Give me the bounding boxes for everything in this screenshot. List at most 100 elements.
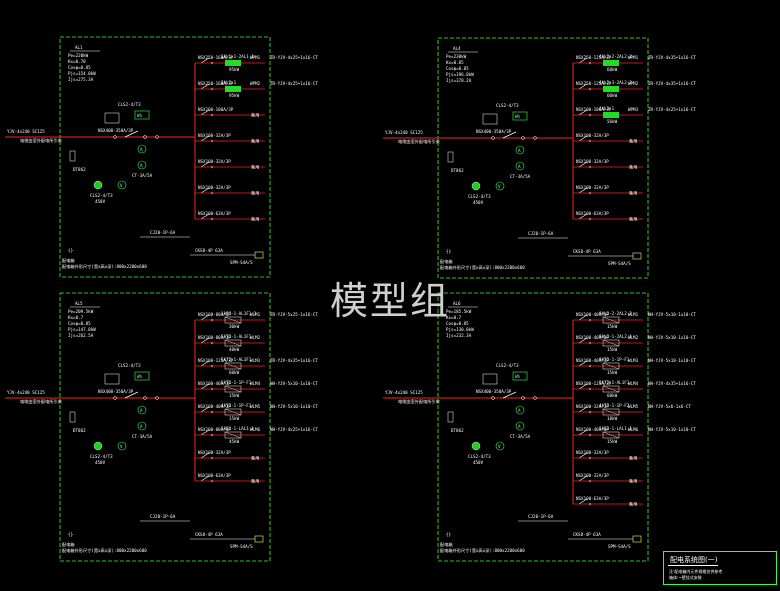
spd-model-label: CLS2-4/T3 [90, 193, 113, 198]
spare-circuit-label: 备用 [251, 216, 259, 223]
spare-circuit-label: 备用 [251, 455, 259, 462]
cabinet-label: 配电箱 [62, 257, 75, 264]
circuit-cable-label: NH-YJV-5x10-1x10-CT [270, 404, 318, 409]
spd-label: CLS2-4/T3 [118, 363, 141, 368]
load-panel-marker [602, 408, 620, 416]
circuit-cable-label: ZR-YJV-4x25+1x16-CT [270, 55, 318, 60]
terminal-symbol [155, 135, 159, 139]
ammeter-symbol [515, 145, 525, 155]
circuit-breaker-label: NSX100-63A/3P [198, 473, 231, 478]
ammeter-symbol [515, 405, 525, 415]
circuit-power-label: 15kW [607, 370, 618, 375]
circuit-id-label: WPM3 [628, 107, 639, 112]
circuit-breaker-label: NSX100-100A/3P [198, 107, 234, 112]
distribution-panel-al6: AL6Pe=185.5kWKx=0.7Cosφ=0.85Pjs=130.0kWI… [383, 292, 696, 562]
main-breaker-symbol [124, 130, 139, 138]
panel-name: AL4 [453, 46, 461, 51]
panel-parameter: Kx=0.7 [68, 315, 84, 320]
circuit-id-label: WPM2 [250, 81, 261, 86]
distribution-panel-al4: AL4Pe=230kWKx=0.85Cosφ=0.85Pjs=196.0kWIj… [383, 37, 696, 279]
circuit-breaker-symbol [200, 383, 210, 390]
circuit-power-label: 15kW [229, 416, 240, 421]
ammeter-label: A [518, 408, 521, 413]
main-breaker-label: NSX400-350A/3P [98, 389, 134, 394]
circuit-breaker-symbol [200, 406, 210, 413]
kwh-meter-label: Wh [137, 113, 143, 118]
circuit-breaker-symbol [200, 213, 210, 220]
panel-parameter: Kx=0.7 [446, 315, 462, 320]
spare-circuit-label: 备用 [251, 164, 259, 171]
ammeter-symbol [137, 405, 147, 415]
panel-parameter: Cosφ=0.85 [68, 65, 91, 70]
spare-circuit-label: 备用 [629, 138, 637, 145]
circuit-destination-label: 2AL2-1 [221, 80, 237, 85]
circuit-breaker-label: NSX100-40A/3P [198, 381, 231, 386]
title-block-note-1: 注:配电箱内元件规格仅供参考 [669, 569, 723, 574]
circuit-breaker-label: NSX100-32A/3P [576, 404, 609, 409]
circuit-id-label: WLM3 [628, 358, 639, 363]
circuit-breaker-label: NSX100-32A/3P [198, 159, 231, 164]
circuit-destination-label: 1AL1-1-2AL1-1 [221, 54, 254, 59]
ct-label: CT-3A/5A [132, 434, 153, 439]
circuit-power-label: 45kW [229, 439, 240, 444]
circuit-id-label: WPM1 [628, 55, 639, 60]
circuit-id-label: WLM2 [250, 335, 261, 340]
control-breaker-label: CJ20-1P-6A [150, 230, 176, 235]
circuit-breaker-label: NSX100-80A/3P [198, 312, 231, 317]
circuit-destination-label: 4AT2-1-1P-F1 [221, 403, 252, 408]
circuit-breaker-label: NSX100-32A/3P [576, 450, 609, 455]
circuit-power-label: 15kW [607, 439, 618, 444]
load-panel-marker [602, 316, 620, 324]
circuit-destination-label: 9AL2-2-2AL2-2 [599, 311, 632, 316]
meter-model-label: DT862 [73, 428, 86, 433]
panel-parameter: Ijs=370.2A [446, 78, 472, 83]
circuit-destination-label: 4AL2-3-2AL2-3 [599, 80, 632, 85]
circuit-power-label: 60kW [607, 67, 618, 72]
sensor-box [632, 252, 642, 260]
panel-parameter: Pjs=130.0kW [446, 327, 474, 332]
relay-label: CKS8-4P 63A [195, 248, 223, 253]
control-breaker-label: CJ20-1P-6A [150, 514, 176, 519]
circuit-breaker-symbol [200, 452, 210, 459]
incoming-note: 电缆由室外配电所引来 [20, 398, 63, 405]
ammeter-label: A [140, 147, 143, 152]
circuit-breaker-label: NSX100-32A/3P [576, 159, 609, 164]
capacitor-symbol: ┤├ [67, 248, 74, 254]
circuit-power-label: 60kW [229, 370, 240, 375]
main-breaker-label: NSX400-350A/3P [98, 128, 134, 133]
panel-parameter: Pe=185.5kW [446, 309, 472, 314]
circuit-cable-label: ZR-YJV-4x35+1x16-CT [648, 81, 696, 86]
circuit-cable-label: ZR-YJV-4x25+1x16-CT [270, 81, 318, 86]
spare-circuit-label: 备用 [629, 455, 637, 462]
meter-model-label: DT862 [73, 167, 86, 172]
spare-circuit-label: 备用 [629, 190, 637, 197]
circuit-id-label: WLM1 [250, 312, 261, 317]
load-panel-marker [603, 112, 619, 118]
circuit-cable-label: NH-YJV-5x6-1x6-CT [648, 404, 691, 409]
panel-parameter: Kx=0.85 [446, 60, 464, 65]
panel-parameter: Cosφ=0.85 [446, 321, 469, 326]
ammeter-symbol [137, 160, 147, 170]
distribution-panel-al5: AL5Pe=209.5kWKx=0.7Cosφ=0.85Pjs=147.0kWI… [5, 292, 318, 562]
circuit-power-label: 30kW [229, 324, 240, 329]
circuit-breaker-symbol [578, 498, 588, 505]
circuit-breaker-symbol [578, 83, 588, 90]
kwh-meter-label: Wh [515, 114, 521, 119]
voltmeter-symbol [495, 181, 505, 191]
control-breaker-label: CJ20-1P-6A [528, 231, 554, 236]
meter-model-label: DT862 [451, 168, 464, 173]
voltmeter-label: V [498, 184, 501, 189]
load-panel-marker [603, 86, 619, 92]
circuit-id-label: WLM4 [628, 381, 639, 386]
circuit-destination-label: 2AT2-1-AL1F1 [599, 380, 630, 385]
circuit-cable-label: NH-YJV-5x10-1x10-CT [648, 358, 696, 363]
voltmeter-label: V [120, 444, 123, 449]
sensor-box [254, 535, 264, 543]
incoming-cable-label: YJV-4x240 SC125 [7, 129, 45, 134]
sensor-box [632, 535, 642, 543]
incoming-cable-label: YJV-4x240 SC125 [385, 130, 423, 135]
spd-model-label: CLS2-4/T3 [468, 194, 491, 199]
circuit-id-label: WLM1 [628, 312, 639, 317]
